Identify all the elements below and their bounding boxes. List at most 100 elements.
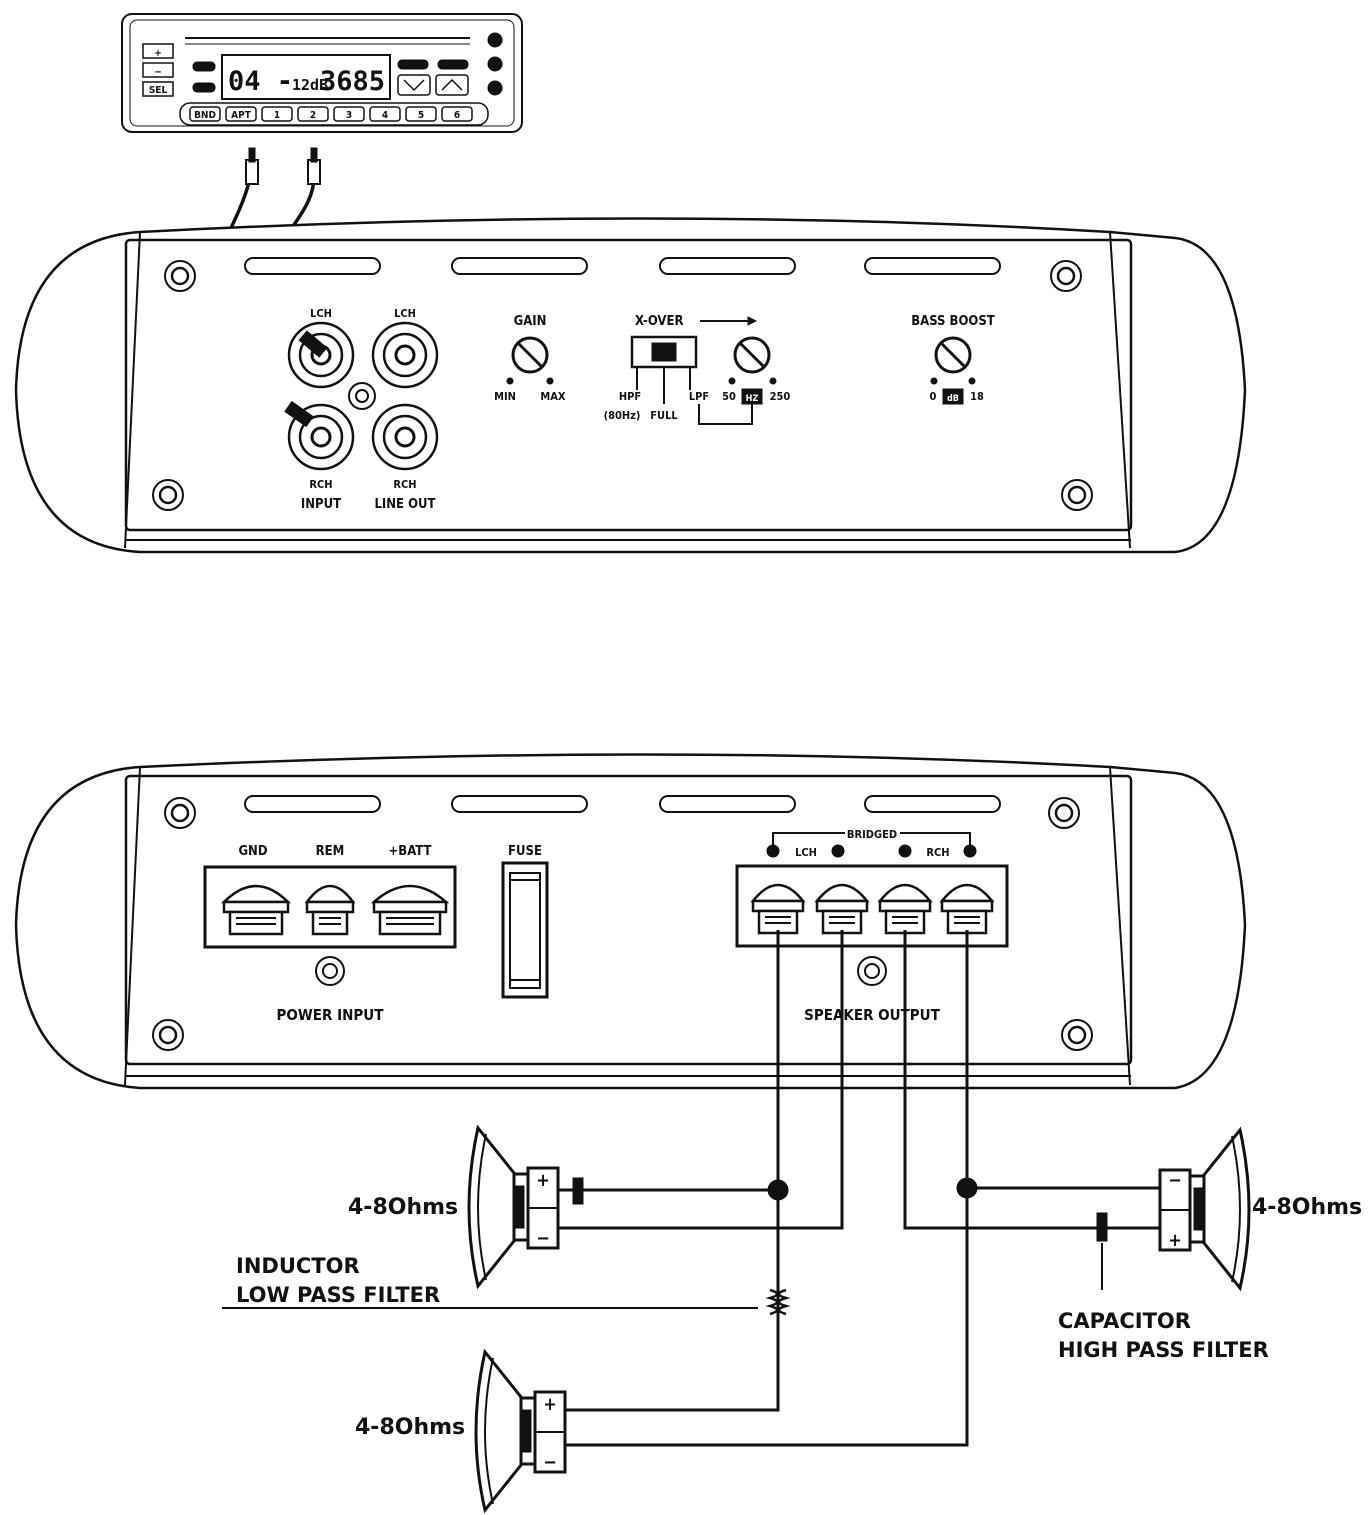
down-button[interactable]	[397, 74, 431, 96]
speaker-wiring	[222, 930, 1162, 1447]
right-pill-button-1[interactable]	[397, 59, 429, 70]
screw-icon	[1061, 1019, 1093, 1051]
xover-slide-switch[interactable]	[630, 335, 698, 369]
high-pass-filter-label: HIGH PASS FILTER	[1058, 1338, 1269, 1362]
bass-db-label: dB	[947, 394, 959, 404]
lch-output-label: LCH	[795, 846, 817, 859]
right-pill-button-2[interactable]	[437, 59, 469, 70]
preset-button-bnd[interactable]: BND	[189, 106, 221, 122]
left-pill-button-2[interactable]	[192, 82, 216, 93]
fuse-holder[interactable]	[501, 861, 549, 999]
speaker-plus-label: +	[543, 1394, 557, 1415]
display-frequency: 3685	[320, 66, 385, 97]
screw-icon	[152, 1019, 184, 1051]
full-label: FULL	[650, 409, 678, 422]
lpf-hz-label: HZ	[746, 394, 759, 404]
preset-button-4[interactable]: 4	[369, 106, 401, 122]
gnd-label: GND	[238, 844, 267, 859]
knob-dot-3[interactable]	[487, 80, 503, 96]
bass-boost-label: BASS BOOST	[911, 314, 995, 329]
preset-button-5[interactable]: 5	[405, 106, 437, 122]
ground-post	[857, 956, 887, 986]
vent-slot	[244, 257, 381, 275]
lch-minus-terminal[interactable]	[814, 883, 870, 935]
ground-post	[348, 382, 376, 410]
bass-max-label: 18	[970, 390, 984, 403]
hpf-label: HPF	[619, 390, 641, 403]
rca-plug-left	[245, 147, 259, 185]
inductor-label: INDUCTOR	[236, 1254, 360, 1278]
screw-icon	[1050, 260, 1082, 292]
bass-boost-knob[interactable]	[934, 336, 972, 374]
rch-minus-terminal[interactable]	[939, 883, 995, 935]
gnd-terminal[interactable]	[220, 884, 292, 936]
preset-button-label: BND	[194, 110, 216, 121]
sel-button[interactable]	[142, 81, 174, 97]
lpf-label: LPF	[689, 390, 709, 403]
batt-label: +BATT	[388, 844, 431, 859]
bridged-label: BRIDGED	[847, 828, 897, 841]
rem-terminal[interactable]	[304, 884, 356, 936]
plus-button[interactable]	[142, 43, 174, 59]
preset-button-3[interactable]: 3	[333, 106, 365, 122]
rem-label: REM	[316, 844, 345, 859]
lch-input-label: LCH	[310, 307, 332, 320]
rch-lineout-label: RCH	[393, 478, 416, 491]
preset-button-2[interactable]: 2	[297, 106, 329, 122]
plus-label: +	[154, 48, 162, 59]
lpf-max-label: 250	[770, 390, 791, 403]
screw-icon	[152, 479, 184, 511]
preset-button-apt[interactable]: APT	[225, 106, 257, 122]
screw-icon	[1061, 479, 1093, 511]
lpf-min-label: 50	[722, 390, 736, 403]
vent-slot	[659, 795, 796, 813]
gain-label: GAIN	[514, 314, 547, 329]
preset-button-label: 2	[310, 110, 316, 121]
hpf-frequency-label: (80Hz)	[604, 409, 641, 422]
power-input-label: POWER INPUT	[277, 1006, 385, 1024]
xover-label: X-OVER	[635, 314, 683, 329]
batt-terminal[interactable]	[370, 884, 450, 936]
lch-plus-terminal[interactable]	[750, 883, 806, 935]
line-out-label: LINE OUT	[374, 497, 435, 512]
gain-max-label: MAX	[540, 390, 566, 403]
fuse-label: FUSE	[508, 844, 542, 859]
screw-icon	[164, 797, 196, 829]
amp-top-panel: LCH LCH RCH RCH INPUT LINE OUT GAIN MIN …	[14, 217, 1247, 554]
left-top-impedance-label: 4-8Ohms	[348, 1195, 458, 1220]
vent-slot	[864, 795, 1001, 813]
preset-button-6[interactable]: 6	[441, 106, 473, 122]
preset-strip	[179, 102, 489, 126]
rch-plus-terminal[interactable]	[877, 883, 933, 935]
rch-output-label: RCH	[926, 846, 949, 859]
chevron-down-icon	[403, 79, 425, 92]
minus-button[interactable]	[142, 62, 174, 78]
preset-button-1[interactable]: 1	[261, 106, 293, 122]
speaker-right-plus-label: +	[1168, 1230, 1182, 1251]
rca-jack-lch-lineout[interactable]	[371, 321, 439, 389]
knob-dot-1[interactable]	[487, 32, 503, 48]
input-label: INPUT	[301, 497, 341, 512]
vent-slot	[451, 795, 588, 813]
gain-knob[interactable]	[511, 336, 549, 374]
left-pill-button-1[interactable]	[192, 61, 216, 72]
vent-slot	[864, 257, 1001, 275]
speaker-terminals	[750, 883, 995, 935]
lpf-frequency-knob[interactable]	[733, 336, 771, 374]
right-impedance-label: 4-8Ohms	[1252, 1195, 1362, 1220]
screw-icon	[164, 260, 196, 292]
preset-button-label: 6	[454, 110, 460, 121]
speaker-left-bottom: + −	[474, 1348, 567, 1514]
lcd-display	[221, 54, 391, 100]
speaker-left-top: + −	[467, 1124, 560, 1290]
capacitor-label: CAPACITOR	[1058, 1309, 1191, 1333]
preset-button-label: 3	[346, 110, 352, 121]
knob-dot-2[interactable]	[487, 56, 503, 72]
gain-min-label: MIN	[494, 390, 516, 403]
preset-button-label: APT	[231, 110, 252, 121]
rca-jack-rch-lineout[interactable]	[371, 403, 439, 471]
up-button[interactable]	[435, 74, 469, 96]
speaker-right-minus-label: −	[1168, 1170, 1182, 1191]
